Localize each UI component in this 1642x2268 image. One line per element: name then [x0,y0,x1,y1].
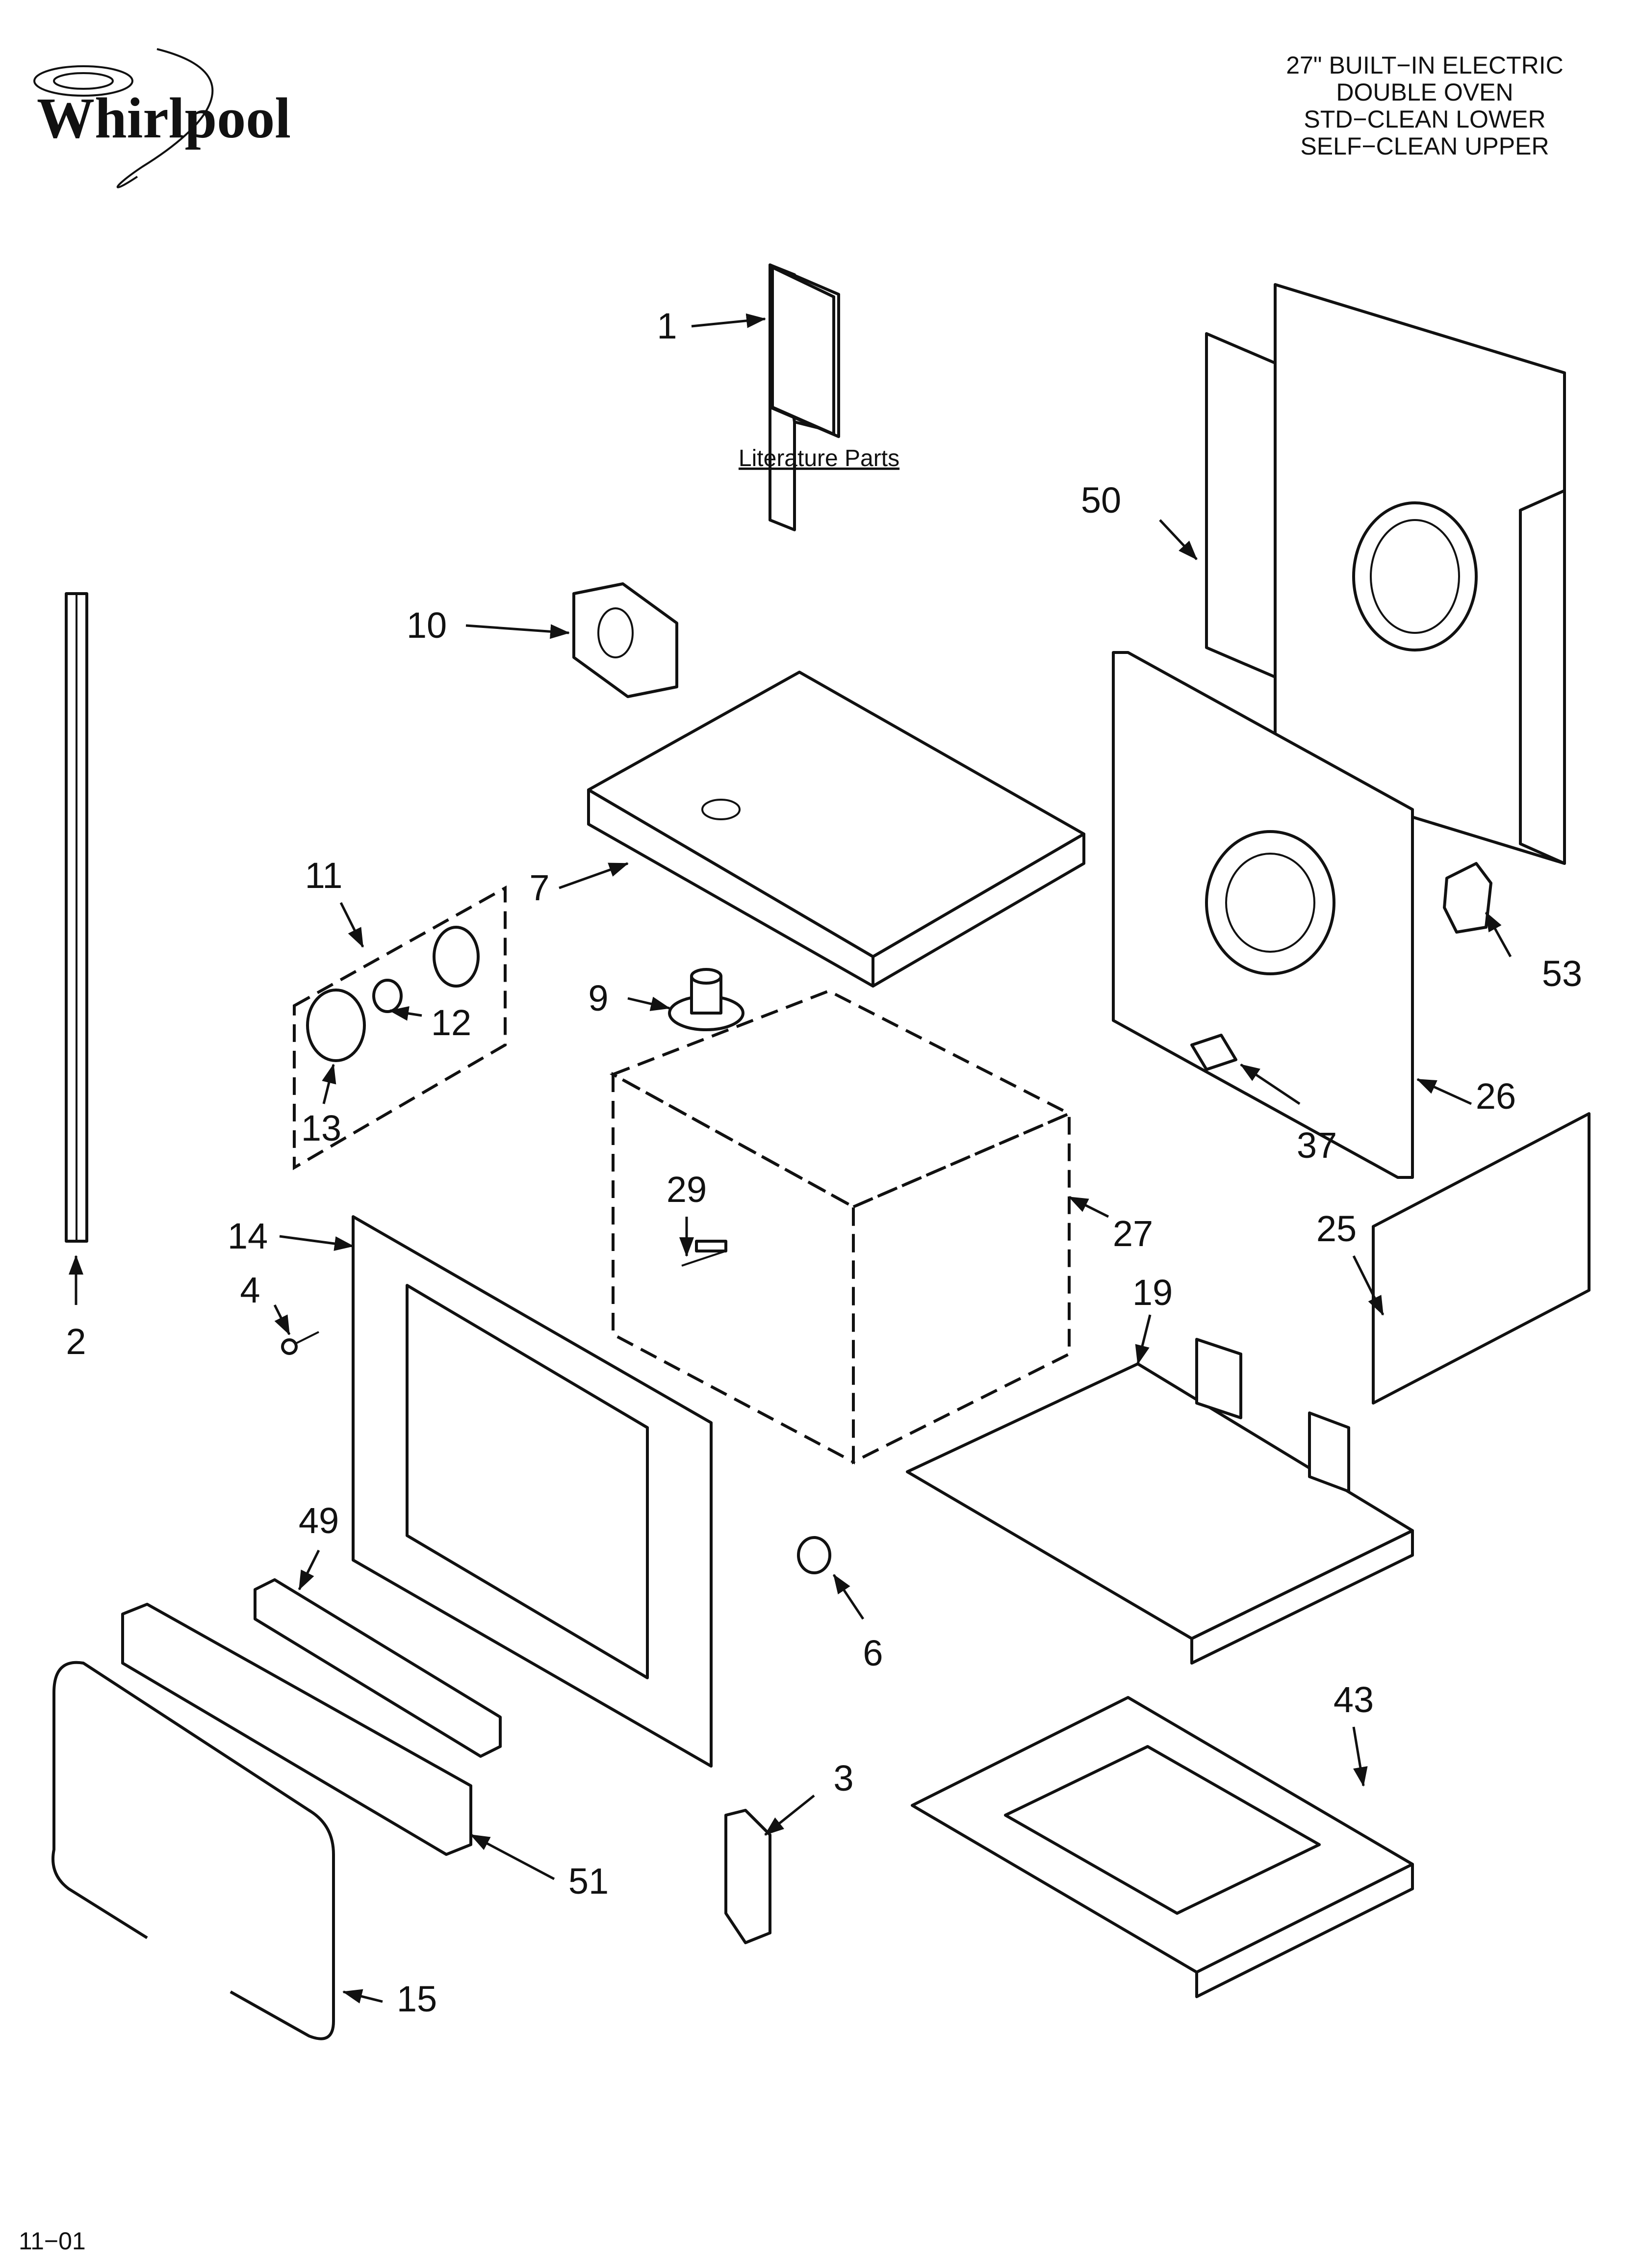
part-top-panel [587,671,1085,988]
callout-43: 43 [1334,1679,1374,1720]
whirlpool-logo: Whirlpool [33,48,291,188]
part-switch [1190,1034,1237,1071]
part-screw [281,1331,319,1355]
callout-10: 10 [407,605,447,646]
title-line-2: DOUBLE OVEN [1336,78,1513,106]
callout-49: 49 [299,1500,339,1541]
part-element [668,968,744,1031]
callout-19: 19 [1132,1272,1173,1313]
callout-9: 9 [588,978,608,1018]
leader-lines [69,313,1512,2004]
title-line-3: STD−CLEAN LOWER [1304,105,1545,133]
callout-11: 11 [305,855,343,896]
callout-26: 26 [1476,1076,1516,1117]
callout-14: 14 [228,1216,268,1256]
part-light-assembly [293,885,507,1171]
part-bottom-tray [911,1696,1414,1998]
callout-29: 29 [667,1169,707,1210]
callout-12: 12 [431,1002,471,1043]
part-oven-liner [609,989,1073,1464]
callout-13: 13 [301,1108,341,1148]
part-side-panel-right [1372,1112,1591,1405]
part-sensor [681,1240,727,1267]
callout-15: 15 [397,1979,437,2019]
part-clip [1443,862,1492,934]
literature-parts-label: Literature Parts [739,445,899,471]
callout-50: 50 [1081,480,1121,521]
part-floor-shelf [906,1338,1414,1665]
callout-2: 2 [66,1321,86,1362]
diagram-title: 27" BUILT−IN ELECTRIC DOUBLE OVEN STD−CL… [1286,52,1564,160]
part-trim-rod [65,592,88,1243]
part-literature: Literature Parts [739,263,899,531]
callout-6: 6 [863,1633,883,1673]
part-channel [254,1578,502,1758]
part-plug [797,1536,831,1574]
part-hinge-bracket [724,1809,771,1944]
callout-51: 51 [568,1861,609,1902]
callout-1: 1 [657,306,677,346]
part-bracket [572,582,678,698]
callout-37: 37 [1297,1125,1337,1166]
part-front-frame [352,1215,713,1768]
brand-name: Whirlpool [37,86,291,150]
part-rear-panel [1205,283,1566,865]
callout-3: 3 [833,1758,853,1799]
callout-labels: 1 50 10 7 11 12 13 9 53 26 37 27 29 14 4… [66,306,1582,2019]
callout-7: 7 [529,867,549,908]
callout-25: 25 [1316,1208,1357,1249]
callout-27: 27 [1113,1213,1153,1254]
callout-4: 4 [240,1270,260,1310]
part-side-panel [1112,651,1414,1179]
footer-date-code: 11−01 [19,2227,86,2255]
callout-53: 53 [1542,953,1582,994]
title-line-1: 27" BUILT−IN ELECTRIC [1286,52,1564,79]
title-line-4: SELF−CLEAN UPPER [1300,132,1549,160]
part-gasket [51,1661,335,2040]
